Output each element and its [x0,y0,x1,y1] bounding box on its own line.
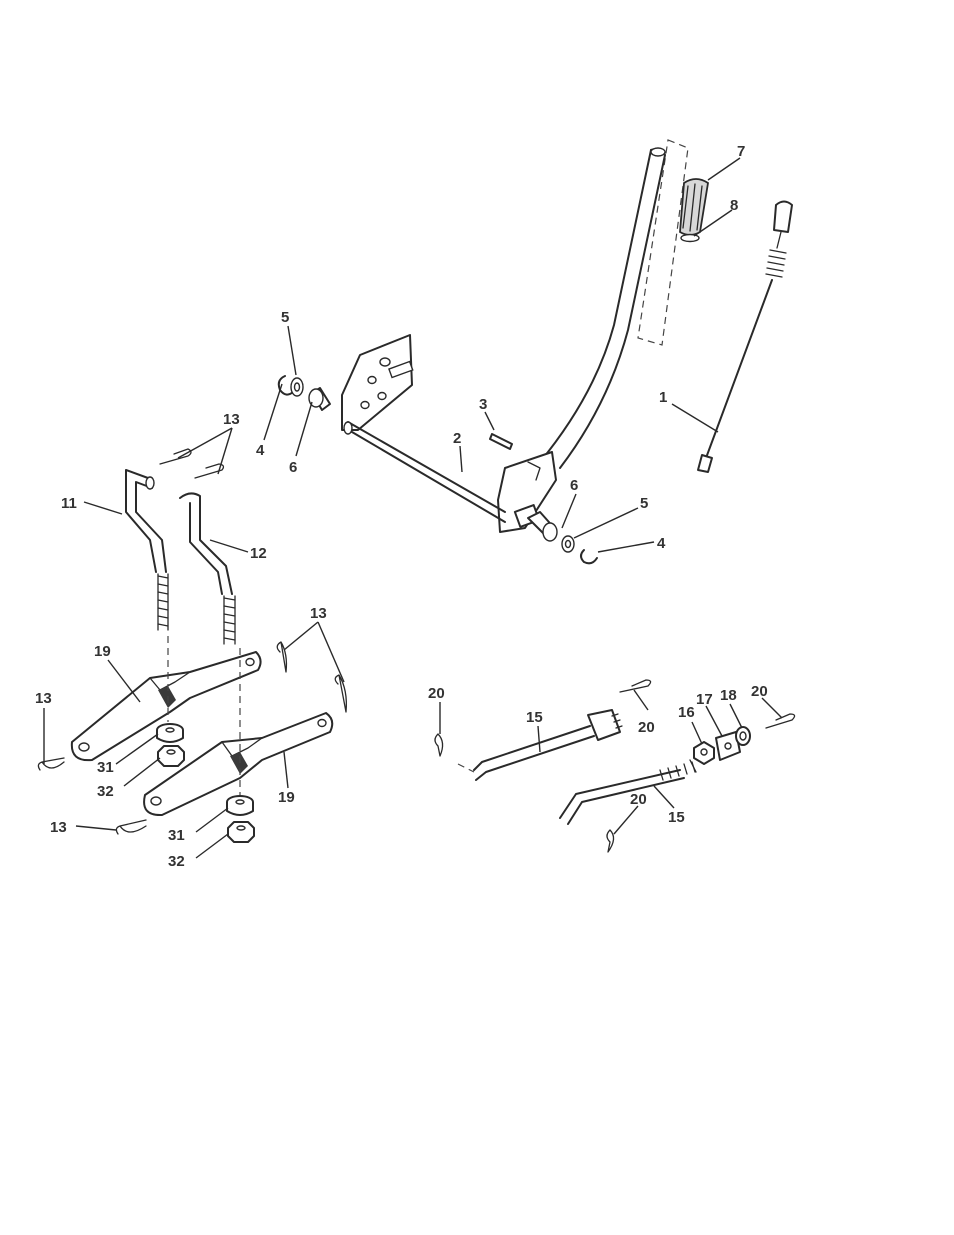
pivot-plate [342,335,413,430]
label-part-1: 1 [659,389,667,406]
part-31-spacer-upper [157,724,183,742]
part-13-hairpin-clip-mid-b [335,675,346,712]
alignment-line-rod [458,764,474,772]
label-part-32-lower: 32 [168,853,185,870]
part-20-hairpin-clip-left [435,734,443,756]
label-part-31-lower: 31 [168,827,185,844]
label-part-13-mid: 13 [310,605,327,622]
label-part-20-left: 20 [428,685,445,702]
label-part-3: 3 [479,396,487,413]
part-31-spacer-lower [227,796,253,815]
part-1-rod-with-spring [698,202,792,473]
label-part-19-lower: 19 [278,789,295,806]
part-18-ferrule [736,727,750,745]
label-part-13-bottom: 13 [50,819,67,836]
label-part-31-upper: 31 [97,759,114,776]
callout-labels: 7 8 1 2 3 5 4 6 6 5 4 13 11 12 13 19 13 … [35,143,768,870]
part-15-adjuster-rod-upper [474,710,622,780]
label-part-6-left: 6 [289,459,297,476]
label-part-20-right: 20 [751,683,768,700]
part-6-bushing-right [528,512,557,541]
part-13-hairpin-clip-mid-a [277,642,286,672]
cross-shaft [344,422,505,522]
leader-lines [44,158,782,858]
label-part-5-left: 5 [281,309,289,326]
label-part-18: 18 [720,687,737,704]
label-part-11: 11 [61,495,77,512]
part-32-nut-upper [158,746,184,766]
label-part-15-upper: 15 [526,709,543,726]
part-20-hairpin-clip-bottom [607,830,614,852]
part-5-washer-right [562,536,574,552]
label-part-15-lower: 15 [668,809,685,826]
label-part-8: 8 [730,197,738,214]
part-3-key [490,434,512,449]
part-2-lift-lever [540,148,665,468]
label-part-13-top: 13 [223,411,240,428]
label-part-20-bottom: 20 [630,791,647,808]
part-4-e-clip-right [581,550,597,563]
label-part-4-left: 4 [256,442,265,459]
part-5-washer-left [291,378,303,396]
part-11-lift-link [126,470,168,630]
label-part-16: 16 [678,704,695,721]
label-part-7: 7 [737,143,745,160]
part-20-hairpin-clip-mid [620,680,651,692]
part-13-hairpin-clip-bottom [116,820,146,834]
part-6-bushing-left [309,388,330,410]
label-part-20-mid: 20 [638,719,655,736]
label-part-4-right: 4 [657,535,666,552]
label-part-13-left: 13 [35,690,52,707]
label-part-12: 12 [250,545,267,562]
label-part-19-upper: 19 [94,643,111,660]
part-16-nut [694,742,714,764]
label-part-17: 17 [696,691,713,708]
part-32-nut-lower [228,822,254,842]
part-13-hairpin-clip-left [38,758,64,770]
label-part-5-right: 5 [640,495,648,512]
label-part-2: 2 [453,430,461,447]
label-part-6-right: 6 [570,477,578,494]
part-8-grip-ring [681,235,699,242]
part-13-hairpin-clip-top-a [160,449,191,464]
label-part-32-upper: 32 [97,783,114,800]
part-12-lift-link [180,493,235,644]
part-7-handle-grip [680,179,708,235]
